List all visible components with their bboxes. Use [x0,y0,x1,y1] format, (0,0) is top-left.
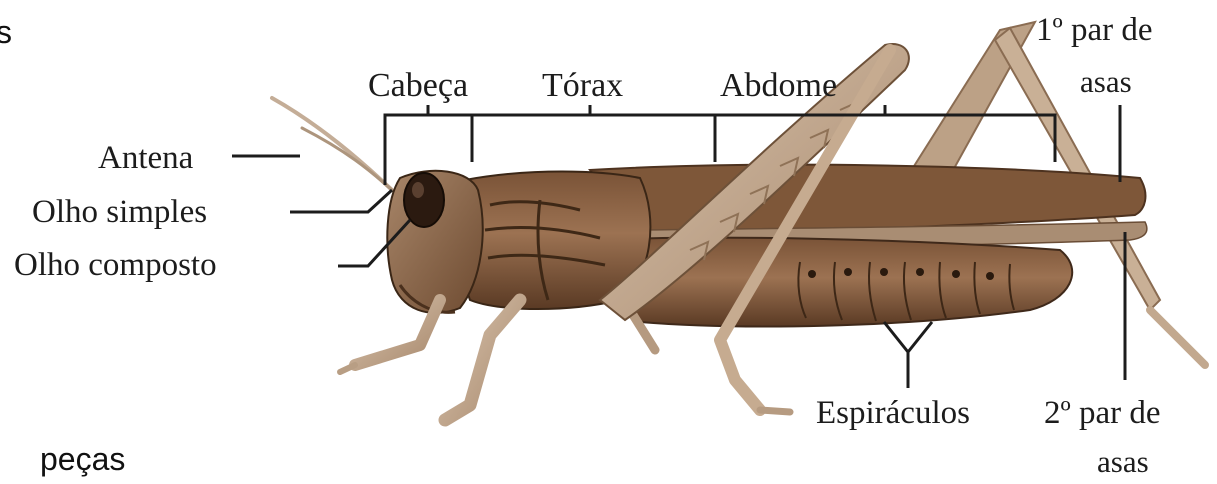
label-simple-eye: Olho simples [32,194,207,230]
label-spiracles: Espiráculos [816,395,970,431]
label-wing-pair-1-line1: 1º par de [1036,12,1153,48]
label-wing-pair-2-line1: 2º par de [1044,395,1161,431]
middle-leg [445,300,520,420]
label-compound-eye: Olho composto [14,247,217,283]
eye-highlight [412,182,424,198]
label-thorax: Tórax [542,67,623,104]
label-wing-pair-1-line2: asas [1080,64,1132,99]
fragment-top-left: s [0,14,12,50]
simple-eye-leader [290,190,392,212]
antenna-shape-2 [302,128,394,192]
label-head: Cabeça [368,67,468,104]
fragment-bottom-left: peças [40,441,125,477]
hind-leg-far-foot [1150,310,1205,365]
thorax-bracket [472,115,715,162]
compound-eye-shape [404,173,444,227]
label-antenna: Antena [98,140,194,176]
front-leg-tarsus [340,365,355,372]
label-abdomen: Abdome [720,67,837,104]
label-wing-pair-2-line2: asas [1097,444,1149,479]
spiracles-leader [884,322,932,388]
hind-tarsus [760,410,790,412]
